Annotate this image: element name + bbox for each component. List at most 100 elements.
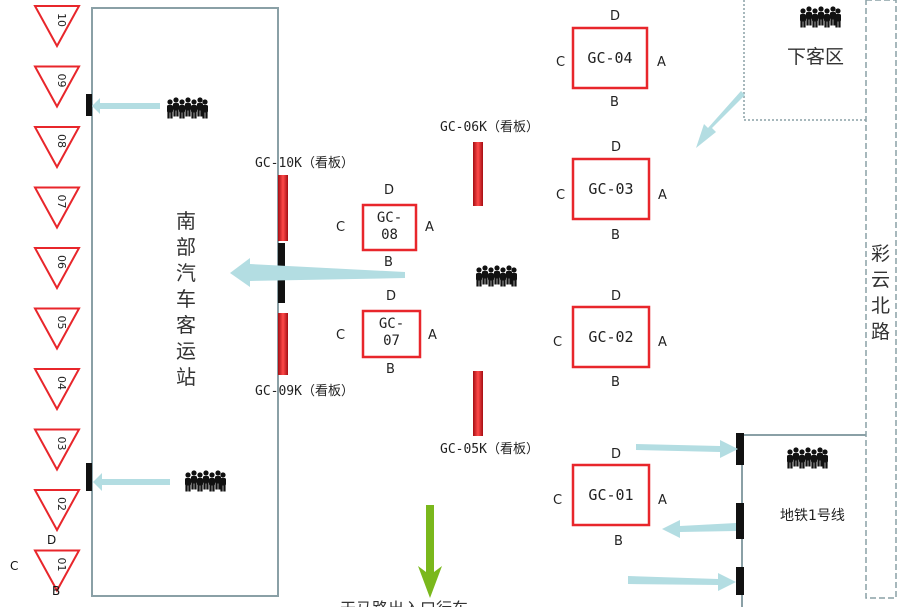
bay-triangle <box>33 65 81 109</box>
crowd-dropoff-icon <box>800 6 841 27</box>
billboard-gc-05k <box>473 371 483 436</box>
metro-entrance-2 <box>736 503 744 539</box>
gate-side-c: C <box>553 335 562 350</box>
flow-arrows <box>92 91 745 591</box>
gate-side-b: B <box>614 534 623 549</box>
gate-box <box>571 26 649 90</box>
bay-01-side-c: C <box>10 559 18 573</box>
station-name-char: 部 <box>176 235 196 259</box>
gate-gc-04: GC-04 D C A B <box>556 9 666 110</box>
gate-label: GC- <box>377 210 402 226</box>
bay-triangle <box>33 368 81 412</box>
bay-number: 01 <box>55 558 68 572</box>
gate-side-b: B <box>611 375 620 390</box>
road-name-char: 北 <box>871 295 890 317</box>
bay-02: 02 <box>33 489 81 533</box>
gate-gc-01: GC-01 D C A B <box>553 447 667 549</box>
station-name-char: 站 <box>176 365 196 389</box>
gate-side-d: D <box>386 289 396 304</box>
dropoff-zone-label: 下客区 <box>787 46 844 68</box>
arrow-to-metro-bottom <box>628 573 736 591</box>
billboard-gc-10k <box>278 175 288 241</box>
crowd-north-icon <box>167 97 208 118</box>
gate-gc-02: GC-02 D C A B <box>553 289 667 390</box>
gate-side-d: D <box>611 289 621 304</box>
bay-number: 07 <box>55 195 68 209</box>
gate-side-c: C <box>553 493 562 508</box>
gate-side-a: A <box>425 220 434 235</box>
bay-triangle <box>33 186 81 230</box>
gate-side-a: A <box>428 328 437 343</box>
gate-box <box>361 203 418 252</box>
bay-number: 08 <box>55 134 68 148</box>
arrow-to-station-north <box>92 98 160 114</box>
gate-label: GC-01 <box>588 486 633 504</box>
gate-label: GC-04 <box>587 49 632 67</box>
bay-triangle <box>33 5 81 49</box>
billboard-gc-09k <box>278 313 288 375</box>
billboard-gc-09k-label: GC-09K（看板） <box>255 383 354 399</box>
bay-number: 10 <box>55 13 68 27</box>
bay-05: 05 <box>33 307 81 351</box>
gate-side-d: D <box>611 447 621 462</box>
gate-side-c: C <box>556 55 565 70</box>
gate-box <box>571 157 651 221</box>
billboard-gc-06k <box>473 142 483 206</box>
road-name-char: 彩 <box>871 243 890 265</box>
gate-box <box>571 463 651 527</box>
billboard-gc-10k-label: GC-10K（看板） <box>255 155 354 171</box>
arrow-to-station-south <box>93 473 170 491</box>
billboard-gc-06k-label: GC-06K（看板） <box>440 119 539 135</box>
bay-01-side-b: B <box>52 584 60 598</box>
bay-number: 03 <box>55 437 68 451</box>
bay-number: 05 <box>55 316 68 330</box>
gate-label: GC-03 <box>588 180 633 198</box>
gate-label: 08 <box>381 227 398 243</box>
billboard-gc-05k-label: GC-05K（看板） <box>440 441 539 457</box>
arrow-from-dropoff <box>696 91 745 148</box>
bay-03: 03 <box>33 428 81 472</box>
gate-side-b: B <box>610 95 619 110</box>
bay-triangle <box>33 549 81 593</box>
bay-number: 04 <box>55 376 68 390</box>
bay-triangle <box>33 307 81 351</box>
station-name-char: 南 <box>176 209 196 233</box>
gate-label: GC-02 <box>588 328 633 346</box>
gate-side-a: A <box>657 55 666 70</box>
gate-side-b: B <box>611 228 620 243</box>
bay-01: 01 <box>33 549 81 593</box>
road-name-char: 路 <box>871 321 890 343</box>
bay-triangle <box>33 489 81 533</box>
gate-side-a: A <box>658 335 667 350</box>
gate-side-d: D <box>610 9 620 24</box>
arrow-from-metro-middle <box>662 520 736 538</box>
gate-side-a: A <box>658 188 667 203</box>
gate-side-c: C <box>336 328 345 343</box>
bay-number: 09 <box>55 74 68 88</box>
gate-box <box>361 309 422 359</box>
arrow-to-metro-top <box>636 440 738 458</box>
bay-08: 08 <box>33 126 81 170</box>
arrow-to-station-east <box>230 258 405 287</box>
station-name-char: 客 <box>176 313 196 337</box>
gate-side-d: D <box>611 140 621 155</box>
bay-triangle <box>33 247 81 291</box>
metro-entrance-1 <box>736 433 744 465</box>
gate-box <box>571 305 651 369</box>
exit-down-arrow <box>418 505 442 598</box>
gate-label: GC- <box>379 316 404 332</box>
crowd-south-icon <box>185 470 226 491</box>
gate-side-c: C <box>336 220 345 235</box>
gate-side-d: D <box>384 183 394 198</box>
road-name-char: 云 <box>871 269 890 291</box>
metro-entrance-3 <box>736 567 744 595</box>
gate-side-a: A <box>658 493 667 508</box>
